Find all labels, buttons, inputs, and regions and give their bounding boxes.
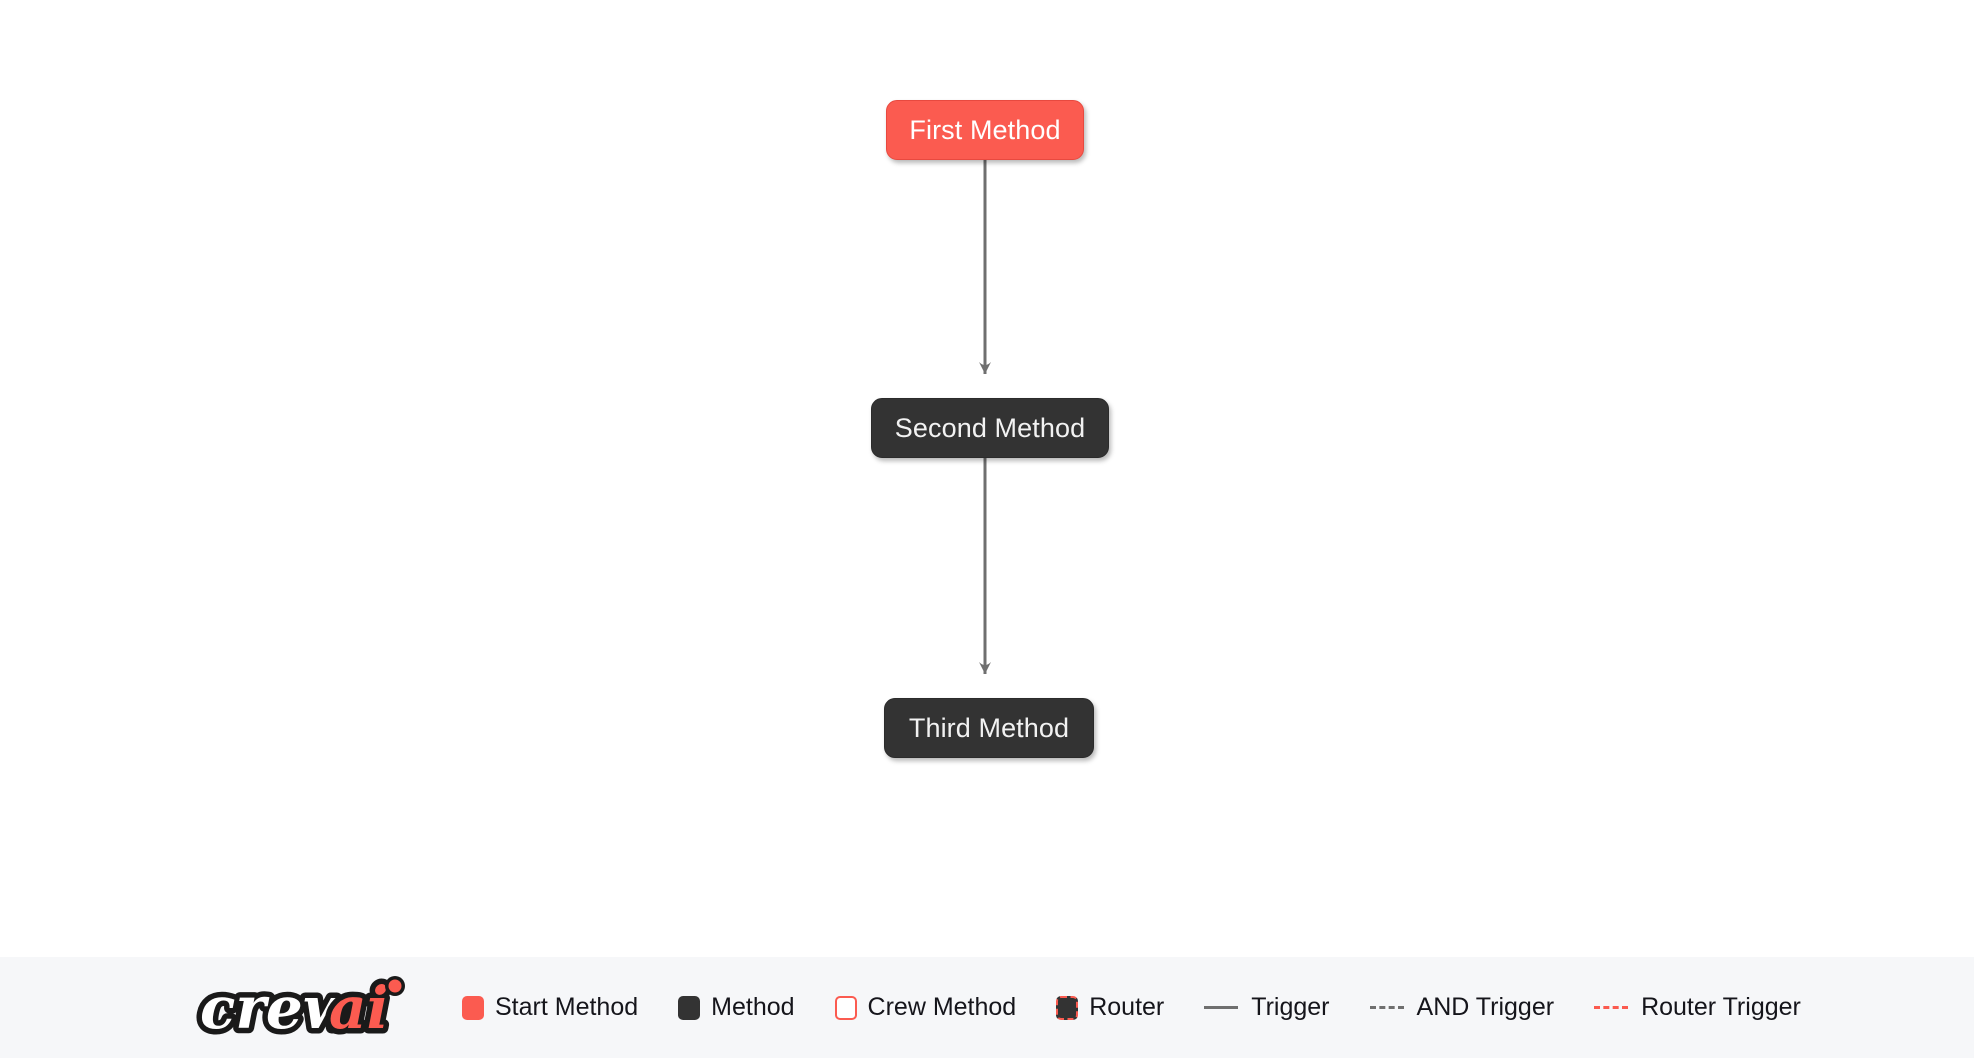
logo-text-ai: ai bbox=[329, 974, 389, 1042]
flow-node-label: First Method bbox=[909, 114, 1061, 145]
legend-label: Crew Method bbox=[867, 993, 1017, 1021]
legend-item-router-trigger: Router Trigger bbox=[1594, 995, 1801, 1020]
legend-label: Router bbox=[1089, 993, 1165, 1021]
legend-label: AND Trigger bbox=[1416, 993, 1555, 1021]
flow-node-third-method[interactable]: Third Method bbox=[884, 698, 1094, 758]
legend-item-trigger: Trigger bbox=[1204, 993, 1330, 1021]
logo-dot-icon bbox=[388, 979, 402, 992]
legend-item-method: Method bbox=[678, 993, 795, 1021]
flow-node-label: Third Method bbox=[908, 712, 1070, 743]
flow-node-label: Second Method bbox=[894, 412, 1086, 443]
method-swatch-icon bbox=[678, 995, 701, 1020]
logo-outline-crew: crew bbox=[200, 974, 355, 1042]
crew-method-swatch-icon bbox=[834, 995, 857, 1020]
router-trigger-line-icon bbox=[1594, 1006, 1629, 1009]
crewai-logo: crew crew ai ai bbox=[196, 972, 424, 1044]
flow-node-first-method[interactable]: First Method bbox=[886, 100, 1084, 160]
legend-item-start-method: Start Method bbox=[462, 995, 638, 1020]
legend-label: Method bbox=[711, 993, 795, 1021]
flow-node-second-method[interactable]: Second Method bbox=[871, 398, 1109, 458]
legend-item-and-trigger: AND Trigger bbox=[1369, 993, 1555, 1021]
legend-label: Router Trigger bbox=[1641, 993, 1801, 1021]
flow-diagram-canvas: First Method Second Method Third Method bbox=[871, 100, 1109, 758]
and-trigger-line-icon bbox=[1369, 1006, 1404, 1009]
router-swatch-icon bbox=[1056, 995, 1079, 1020]
legend-bar: crew crew ai ai Start Method Method Crew… bbox=[0, 957, 1974, 1058]
logo-outline-ai: ai bbox=[329, 974, 389, 1042]
start-method-swatch-icon bbox=[462, 995, 484, 1020]
trigger-line-icon bbox=[1204, 1006, 1239, 1009]
legend-item-crew-method: Crew Method bbox=[834, 993, 1017, 1021]
legend-item-router: Router bbox=[1056, 995, 1164, 1020]
legend-label: Start Method bbox=[495, 993, 639, 1021]
logo-text-crew: crew bbox=[200, 974, 355, 1042]
legend-label: Trigger bbox=[1251, 993, 1330, 1021]
